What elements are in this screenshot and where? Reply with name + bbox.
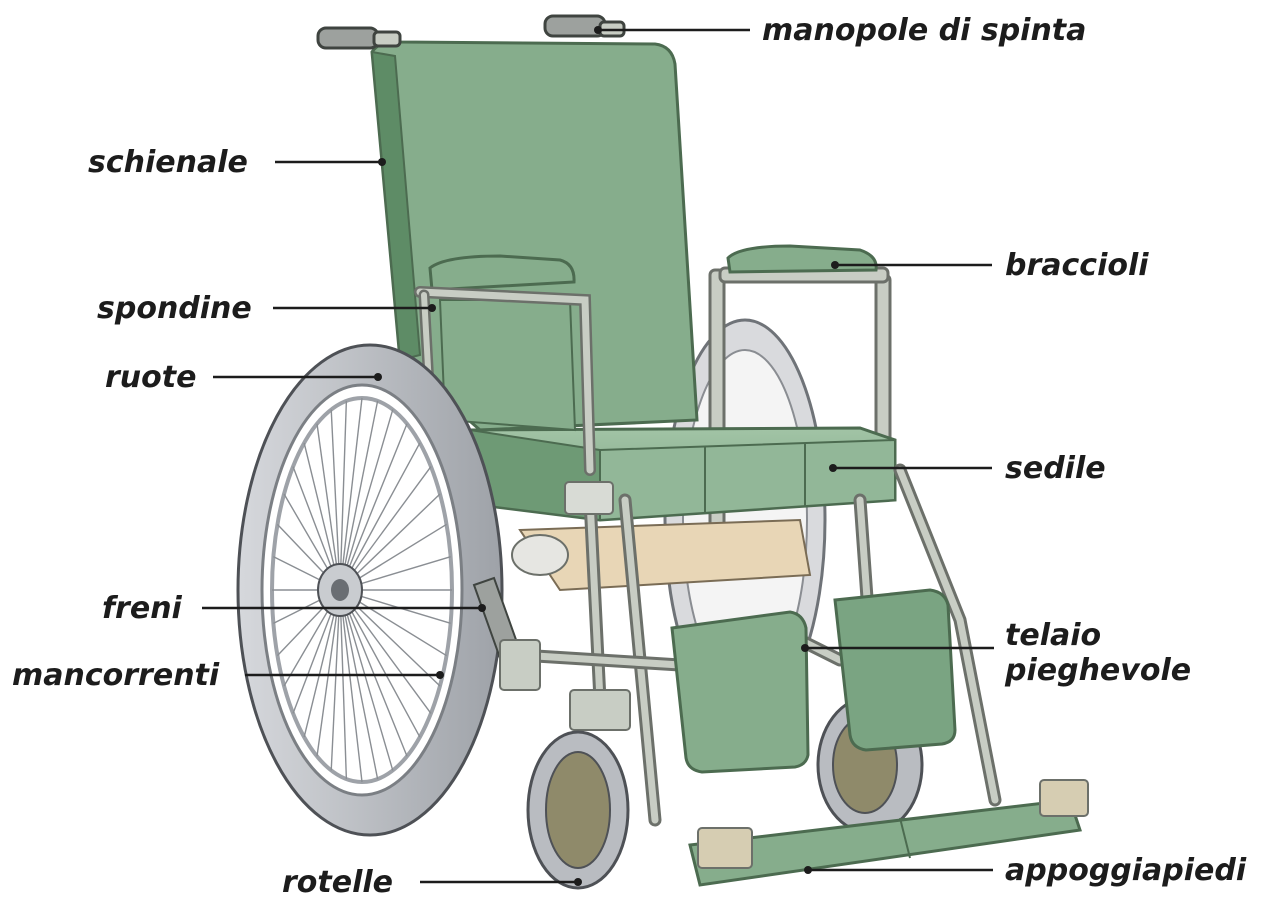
- label-footrests: appoggiapiedi: [1005, 856, 1246, 886]
- label-armrests: braccioli: [1005, 251, 1149, 281]
- label-wheels: ruote: [105, 363, 196, 393]
- far-armrest-shape: [728, 246, 876, 272]
- label-push-handles: manopole di spinta: [762, 16, 1086, 46]
- label-backrest: schienale: [88, 148, 248, 178]
- label-brakes: freni: [102, 594, 182, 624]
- near-wheel: [238, 345, 502, 835]
- seat-shape: [470, 428, 895, 520]
- label-casters: rotelle: [282, 868, 393, 898]
- label-side-guards: spondine: [97, 294, 252, 324]
- caster-near: [528, 690, 630, 888]
- label-seat: sedile: [1005, 454, 1106, 484]
- label-folding-frame: telaio pieghevole: [1005, 618, 1191, 689]
- label-handrims: mancorrenti: [12, 661, 219, 691]
- frame-joint: [565, 482, 613, 514]
